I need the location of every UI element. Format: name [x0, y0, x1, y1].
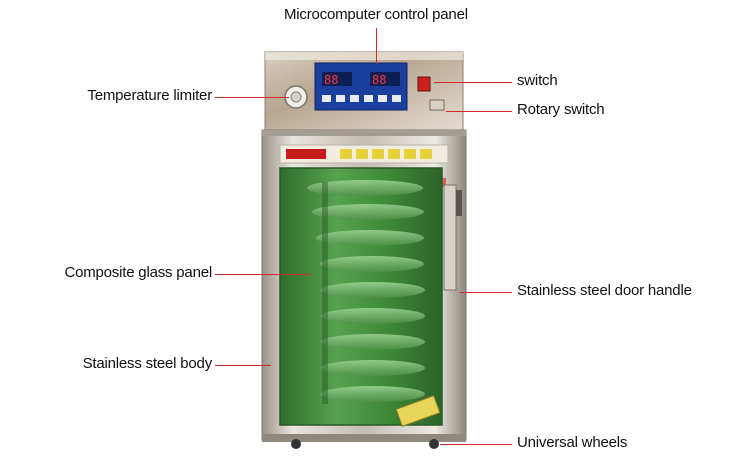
leader-composite-glass — [215, 274, 311, 275]
label-wheels: Universal wheels — [517, 434, 628, 451]
control-panel-display — [314, 62, 408, 111]
svg-text:88: 88 — [372, 73, 386, 87]
wheel-left — [291, 439, 301, 449]
rotary-switch-icon — [429, 99, 445, 111]
label-rotary-switch: Rotary switch — [517, 101, 605, 118]
leader-door-handle — [460, 292, 512, 293]
leader-rotary-switch — [446, 111, 512, 112]
leader-body — [215, 365, 271, 366]
label-door-handle: Stainless steel door handle — [517, 282, 692, 299]
label-composite-glass: Composite glass panel — [64, 264, 212, 281]
label-temperature-limiter: Temperature limiter — [87, 87, 212, 104]
wheel-right — [429, 439, 439, 449]
drying-trays — [307, 180, 425, 402]
leader-control-panel — [376, 28, 377, 64]
label-switch: switch — [517, 72, 558, 89]
svg-text:88: 88 — [324, 73, 338, 87]
door-handle — [443, 184, 457, 291]
switch-icon — [417, 76, 431, 92]
label-body: Stainless steel body — [82, 355, 213, 372]
warning-sticker — [395, 395, 441, 427]
leader-temperature-limiter — [215, 97, 289, 98]
leader-switch — [434, 82, 512, 83]
label-control-panel: Microcomputer control panel — [284, 6, 468, 23]
leader-wheels — [440, 444, 512, 445]
